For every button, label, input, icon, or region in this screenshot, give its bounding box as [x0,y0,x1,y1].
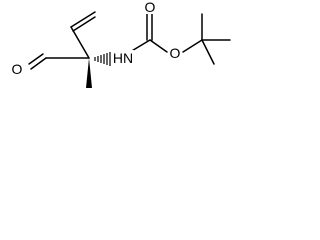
vinyl-double-bond-inner [72,16,96,32]
vinyl-bond-1 [70,26,90,59]
hashed-bond-to-nitrogen [94,52,111,66]
aldehyde-double-bond-inner [28,53,44,65]
bond-carbonyl-carbon-to-ester-oxygen [149,39,168,53]
aldehyde-double-bond-outer [30,57,47,70]
amine-nitrogen-label: HN [113,50,133,66]
tert-butyl-methyl-bond-down [201,39,215,65]
wedge-bond-to-methyl [86,58,92,88]
carbonyl-oxygen-label: O [145,0,156,15]
aldehyde-oxygen-label: O [12,61,23,77]
ester-oxygen-label: O [170,45,181,61]
vinyl-double-bond-outer [70,11,96,28]
bond-ester-oxygen-to-tert-butyl-carbon [182,39,203,53]
chemical-structure-diagram: O HN O O [10,0,231,88]
